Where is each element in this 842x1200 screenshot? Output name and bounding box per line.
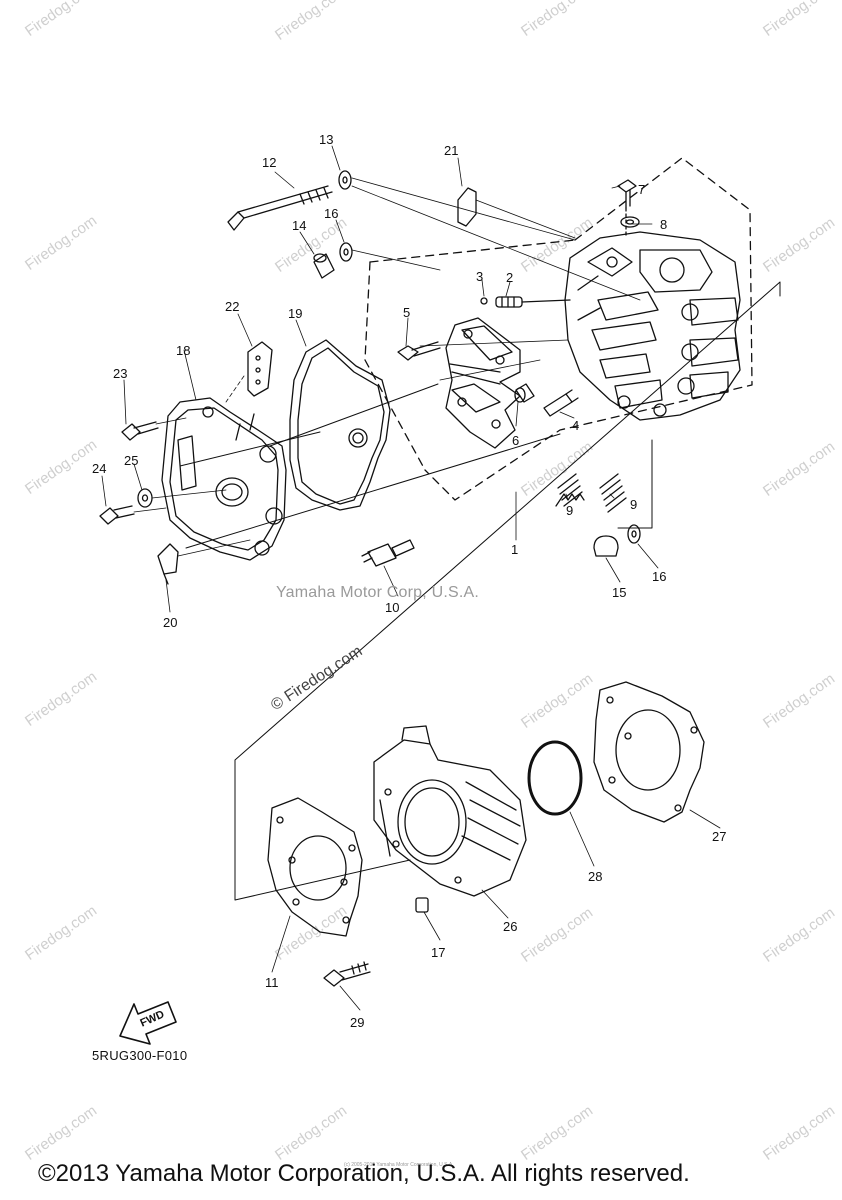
bolt-7-part [617, 179, 637, 209]
callout-24: 24 [92, 461, 107, 476]
callout-14: 14 [292, 218, 307, 233]
bracket-22-part [247, 341, 273, 397]
callout-13: 13 [319, 132, 334, 147]
callout-17: 17 [431, 945, 446, 960]
callout-9: 9 [630, 497, 638, 512]
callout-16: 16 [652, 569, 667, 584]
cylinder-head-part [564, 231, 741, 421]
washer-16-part [627, 524, 641, 544]
clip-3-part [480, 297, 488, 305]
dowel-17-part [415, 897, 429, 913]
dowel-14-part [313, 253, 335, 279]
callout-10: 10 [385, 600, 400, 615]
dowel-2-part [495, 296, 523, 308]
washer-13-part [338, 170, 352, 190]
o-ring-28-part [527, 740, 583, 816]
cylinder-gasket-11-part [267, 797, 363, 937]
callout-12: 12 [262, 155, 277, 170]
washer-8-part [620, 216, 640, 228]
callout-15: 15 [612, 585, 627, 600]
callout-3: 3 [476, 269, 484, 284]
spring-9-part [555, 473, 585, 507]
callout-21: 21 [444, 143, 459, 158]
cover-gasket-19-part [289, 339, 391, 511]
callout-19: 19 [288, 306, 303, 321]
pin-4-part [543, 389, 579, 417]
callout-4: 4 [572, 418, 580, 433]
copyright-notice: ©2013 Yamaha Motor Corporation, U.S.A. A… [38, 1160, 690, 1187]
callout-25: 25 [124, 453, 139, 468]
callout-20: 20 [163, 615, 178, 630]
cylinder-head-cover-18-part [161, 397, 287, 561]
assembly-outline [424, 157, 753, 501]
callout-5: 5 [403, 305, 411, 320]
camshaft-holder-part [445, 317, 521, 449]
spark-plug-10-part [361, 539, 415, 567]
callout-26: 26 [503, 919, 518, 934]
bolt-29-part [323, 961, 371, 987]
assembly-outline [364, 261, 426, 471]
washer-16-part [339, 242, 353, 262]
callout-27: 27 [712, 829, 727, 844]
bolt-5-part [397, 341, 441, 361]
callout-9: 9 [566, 503, 574, 518]
fwd-arrow-icon [119, 1001, 177, 1045]
sensor-20-part [157, 543, 179, 585]
cap-15-part [593, 535, 619, 557]
callout-1: 1 [511, 542, 519, 557]
callout-18: 18 [176, 343, 191, 358]
base-gasket-27-part [593, 681, 705, 823]
callout-6: 6 [512, 433, 520, 448]
bolt-24-part [99, 505, 135, 525]
spring-9-part [599, 473, 627, 513]
callout-7: 7 [638, 182, 646, 197]
fine-print: (c) 2005-2015 Yamaha Motor Corporation, … [344, 1162, 454, 1168]
bolt-23-part [121, 421, 159, 441]
callout-8: 8 [660, 217, 668, 232]
bracket-21-part [457, 187, 477, 227]
diagram-credit: Yamaha Motor Corp, U.S.A. [276, 584, 479, 601]
cylinder-26-part [373, 725, 527, 897]
callout-22: 22 [225, 299, 240, 314]
callout-29: 29 [350, 1015, 365, 1030]
diagram-code: 5RUG300-F010 [92, 1048, 188, 1063]
plug-6-part [514, 383, 535, 403]
callout-2: 2 [506, 270, 514, 285]
callout-28: 28 [588, 869, 603, 884]
callout-16: 16 [324, 206, 339, 221]
callout-23: 23 [113, 366, 128, 381]
bolt-12-part [227, 185, 333, 231]
assembly-outline [234, 281, 781, 901]
assembly-outline [369, 239, 576, 263]
washer-25-part [137, 488, 153, 508]
callout-11: 11 [265, 975, 279, 990]
